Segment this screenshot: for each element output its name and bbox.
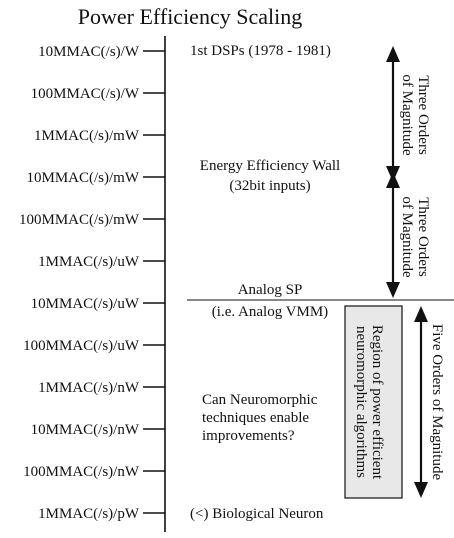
scale-label: 10MMAC(/s)/nW — [31, 422, 140, 438]
scale-label: 100MMAC(/s)/nW — [23, 464, 140, 480]
arrow-three-orders-middle-label-1: Three Orders — [415, 197, 431, 277]
scale-label: 100MMAC(/s)/uW — [23, 338, 140, 354]
scale-label: 10MMAC(/s)/uW — [31, 296, 140, 312]
diagram-title: Power Efficiency Scaling — [78, 4, 302, 29]
arrow-three-orders-middle-label-2: of Magnitude — [399, 196, 415, 278]
region-box-label-2: neuromorphic algorithms — [353, 326, 369, 478]
region-box-label-1: Region of power efficient — [369, 325, 385, 480]
scale-label: 10MMAC(/s)/W — [38, 44, 140, 60]
arrow-five-orders — [414, 306, 428, 498]
arrow-three-orders-top-label-2: of Magnitude — [399, 74, 415, 156]
neuromorphic-region-box — [344, 305, 403, 499]
scale-label: 100MMAC(/s)/W — [31, 86, 140, 102]
annotation-energy-wall: Energy Efficiency Wall — [200, 158, 340, 174]
scale-label: 1MMAC(/s)/uW — [38, 254, 140, 270]
scale-label: 100MMAC(/s)/mW — [19, 212, 140, 228]
scale-label: 10MMAC(/s)/mW — [27, 170, 140, 186]
arrow-five-orders-label: Five Orders of Magnitude — [429, 324, 445, 481]
annotation-neuromorphic-q2: techniques enable — [202, 410, 309, 426]
annotation-biological-neuron: (<) Biological Neuron — [190, 506, 324, 522]
arrow-three-orders-top — [386, 46, 400, 182]
scale-labels: 10MMAC(/s)/W 100MMAC(/s)/W 1MMAC(/s)/mW 10M… — [19, 44, 165, 522]
annotation-energy-wall-inputs: (32bit inputs) — [229, 178, 310, 194]
annotation-first-dsps: 1st DSPs (1978 - 1981) — [190, 43, 331, 59]
annotation-analog-vmm: (i.e. Analog VMM) — [212, 304, 328, 320]
annotation-analog-sp: Analog SP — [238, 282, 303, 298]
arrow-three-orders-top-label-1: Three Orders — [415, 75, 431, 155]
scale-label: 1MMAC(/s)/pW — [38, 506, 140, 522]
annotation-neuromorphic-q3: improvements? — [202, 428, 295, 444]
scale-label: 1MMAC(/s)/mW — [34, 128, 140, 144]
arrow-three-orders-middle — [386, 172, 400, 298]
annotation-neuromorphic-q1: Can Neuromorphic — [202, 392, 318, 408]
scale-label: 1MMAC(/s)/nW — [38, 380, 140, 396]
